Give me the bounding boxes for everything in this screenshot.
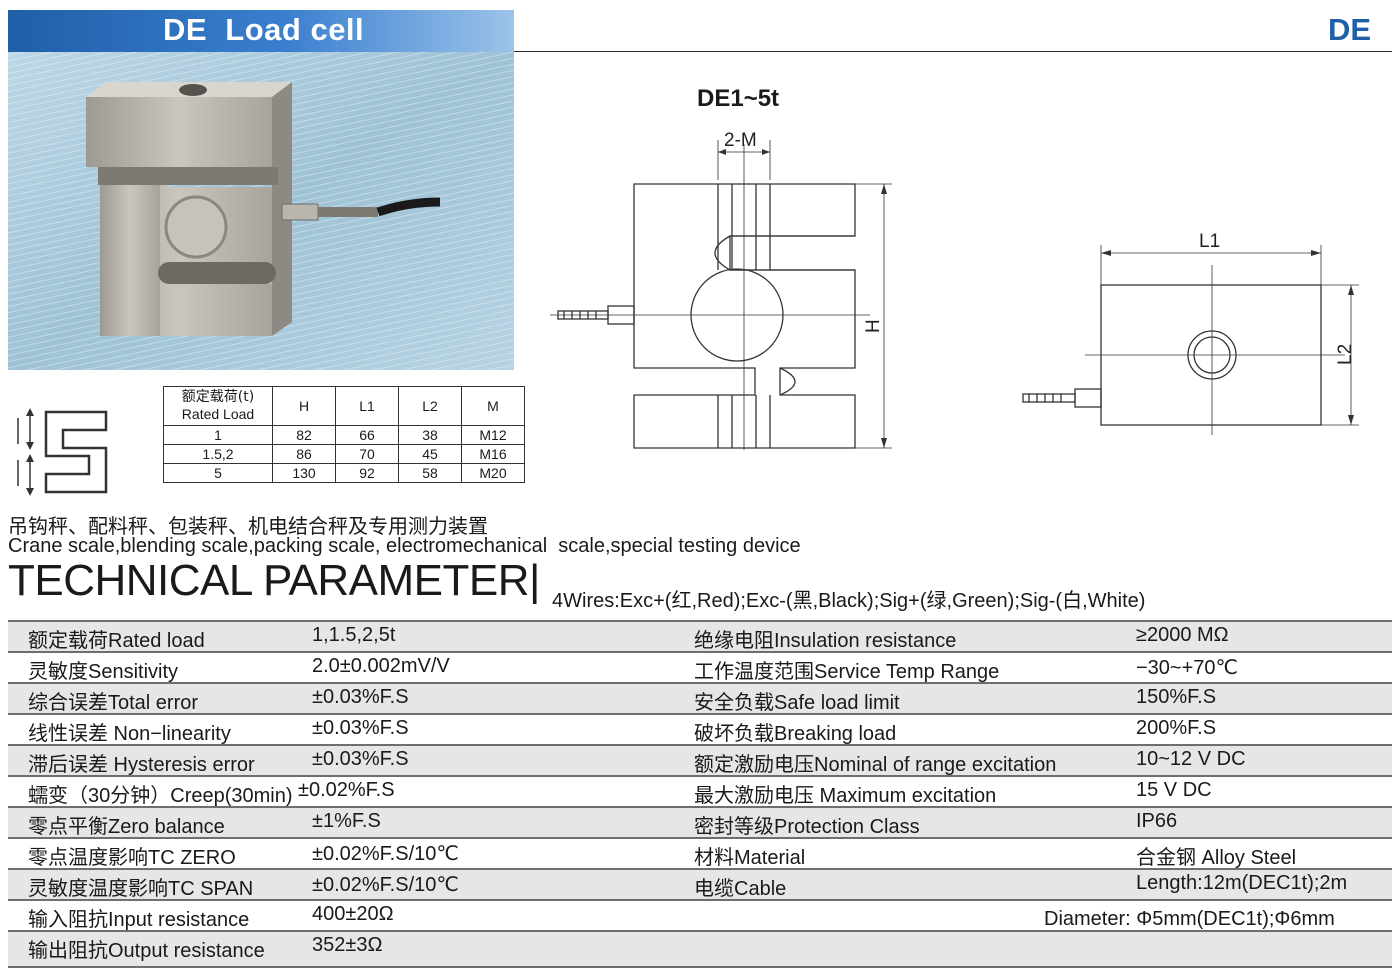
technical-parameter-title: TECHNICAL PARAMETER| xyxy=(8,556,540,605)
table-row: 灵敏度温度影响TC SPAN ±0.02%F.S/10℃ 电缆Cable Len… xyxy=(8,868,1392,900)
column-header: M xyxy=(461,386,525,426)
table-row: 输入阻抗Input resistance 400±20Ω xyxy=(8,899,1392,931)
series-code: DE xyxy=(1328,12,1372,47)
dimension-table: 额定载荷(t) Rated Load H L1 L2 M 1 82 66 38 … xyxy=(163,386,525,483)
table-row: 零点平衡Zero balance ±1%F.S 密封等级Protection C… xyxy=(8,806,1392,838)
rated-load-header: 额定载荷(t) Rated Load xyxy=(163,386,273,426)
side-view-drawing: L1 L2 xyxy=(1022,231,1359,435)
applications-cn: 吊钩秤、配料秤、包装秤、机电结合秤及专用测力装置 xyxy=(8,514,488,538)
table-row: 5 130 92 58 M20 xyxy=(163,463,525,483)
table-row: 线性误差 Non−linearity ±0.03%F.S 破坏负载Breakin… xyxy=(8,713,1392,745)
column-header: L1 xyxy=(335,386,399,426)
table-row: 灵敏度Sensitivity 2.0±0.002mV/V 工作温度范围Servi… xyxy=(8,651,1392,683)
table-row: 零点温度影响TC ZERO ±0.02%F.S/10℃ 材料Material 合… xyxy=(8,837,1392,869)
column-header: L2 xyxy=(398,386,462,426)
table-row: 1 82 66 38 M12 xyxy=(163,425,525,445)
bottom-rule xyxy=(8,966,1392,968)
dim-h-label: H xyxy=(863,319,884,333)
table-row: 1.5,2 86 70 45 M16 xyxy=(163,444,525,464)
header-rule xyxy=(514,51,1392,52)
table-row: 综合误差Total error ±0.03%F.S 安全负载Safe load … xyxy=(8,682,1392,714)
s-shape-icon xyxy=(17,408,108,496)
table-row: 额定载荷Rated load 1,1.5,2,5t 绝缘电阻Insulation… xyxy=(8,620,1392,652)
table-row: 输出阻抗Output resistance 352±3Ω xyxy=(8,930,1392,966)
wire-colors: 4Wires:Exc+(红,Red);Exc-(黑,Black);Sig+(绿,… xyxy=(552,590,1146,612)
column-header: H xyxy=(272,386,336,426)
applications-en: Crane scale,blending scale,packing scale… xyxy=(8,535,801,557)
page-title: DE Load cell xyxy=(163,12,365,47)
parameter-table: 额定载荷Rated load 1,1.5,2,5t 绝缘电阻Insulation… xyxy=(8,620,1392,966)
cable-diameter: Diameter: Φ5mm(DEC1t);Φ6mm xyxy=(1044,908,1335,930)
header-band xyxy=(8,10,514,52)
dim-l1-label: L1 xyxy=(1199,231,1220,252)
model-label: DE1~5t xyxy=(697,85,780,112)
product-photo xyxy=(8,52,514,370)
dim-l2-label: L2 xyxy=(1335,344,1356,365)
front-view-drawing: 2-M H xyxy=(550,130,892,450)
table-row: 滞后误差 Hysteresis error ±0.03%F.S 额定激励电压No… xyxy=(8,744,1392,776)
dim-2m-label: 2-M xyxy=(724,130,757,151)
table-row: 蠕变（30分钟）Creep(30min) ±0.02%F.S 最大激励电压 Ma… xyxy=(8,775,1392,807)
